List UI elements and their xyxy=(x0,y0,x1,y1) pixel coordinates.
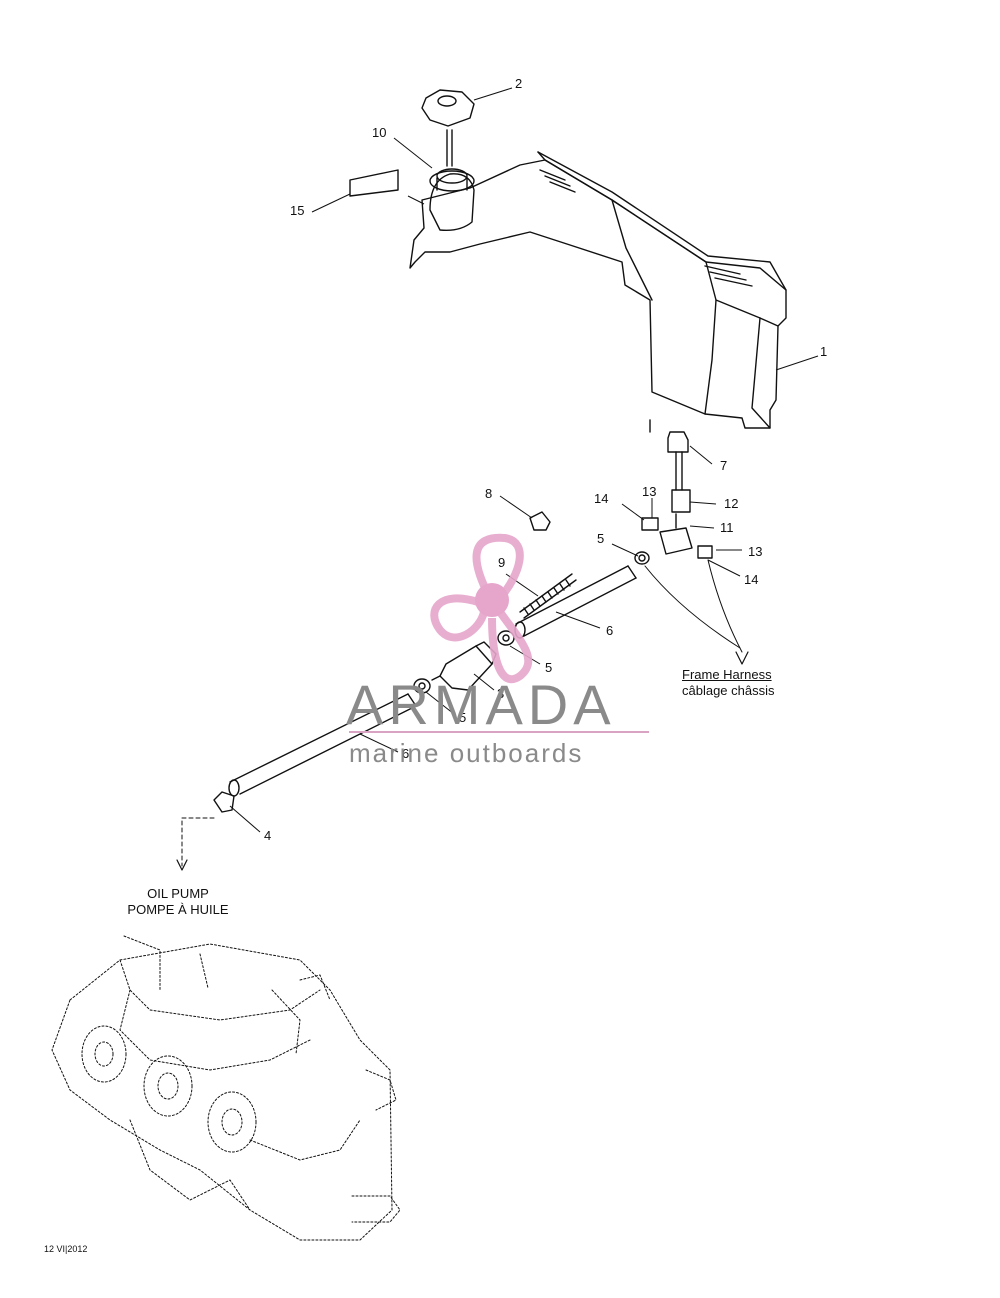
callout-4: 4 xyxy=(264,828,271,843)
filler-cap xyxy=(421,89,475,167)
tee-fitting xyxy=(659,513,693,555)
connector-right xyxy=(697,545,713,559)
callout-10: 10 xyxy=(372,125,386,140)
oil-pump-arrow xyxy=(176,859,188,871)
callout-14a: 14 xyxy=(594,491,608,506)
hose-upper xyxy=(514,565,637,639)
connector-left xyxy=(641,517,659,531)
callout-14b: 14 xyxy=(744,572,758,587)
tank-clip xyxy=(349,169,399,197)
callout-5c: 5 xyxy=(459,710,466,725)
footer-code: 12 VI|2012 xyxy=(44,1244,88,1254)
callout-11: 11 xyxy=(720,520,734,535)
pump-fitting xyxy=(213,791,235,813)
callout-5b: 5 xyxy=(545,660,552,675)
armada-logo-hub xyxy=(475,583,509,617)
oil-tank xyxy=(409,151,787,429)
oil-pump-label: OIL PUMP xyxy=(147,886,209,901)
harness-wire-2 xyxy=(707,559,743,653)
watermark-tagline: marine outboards xyxy=(349,738,584,768)
outlet-fitting xyxy=(649,419,691,513)
callout-2: 2 xyxy=(515,76,522,91)
hose-clamp-lower xyxy=(413,678,431,694)
callout-13a: 13 xyxy=(642,484,656,499)
callout-9: 9 xyxy=(498,555,505,570)
oil-pump-label-fr: POMPE À HUILE xyxy=(127,902,229,917)
frame-harness-label-fr: câblage châssis xyxy=(682,683,775,698)
callout-7: 7 xyxy=(720,458,727,473)
armada-logo-mark xyxy=(430,533,533,683)
callout-8: 8 xyxy=(485,486,492,501)
callout-1: 1 xyxy=(820,344,827,359)
oil-pump-pointer xyxy=(181,817,215,867)
callout-12: 12 xyxy=(724,496,738,511)
watermark-brand: ARMADA xyxy=(346,673,616,736)
engine-block xyxy=(51,935,401,1241)
callout-13b: 13 xyxy=(748,544,762,559)
callout-15: 15 xyxy=(290,203,304,218)
watermark-divider xyxy=(349,731,649,733)
callout-3: 3 xyxy=(497,686,504,701)
hose-clamp-upper xyxy=(634,551,650,565)
callout-6b: 6 xyxy=(402,746,409,761)
protection-spring xyxy=(519,573,577,619)
clip-part xyxy=(529,511,551,531)
frame-harness-label: Frame Harness xyxy=(682,667,772,682)
harness-arrow xyxy=(735,651,749,665)
callout-6a: 6 xyxy=(606,623,613,638)
harness-wire xyxy=(644,565,741,649)
callout-5a: 5 xyxy=(597,531,604,546)
